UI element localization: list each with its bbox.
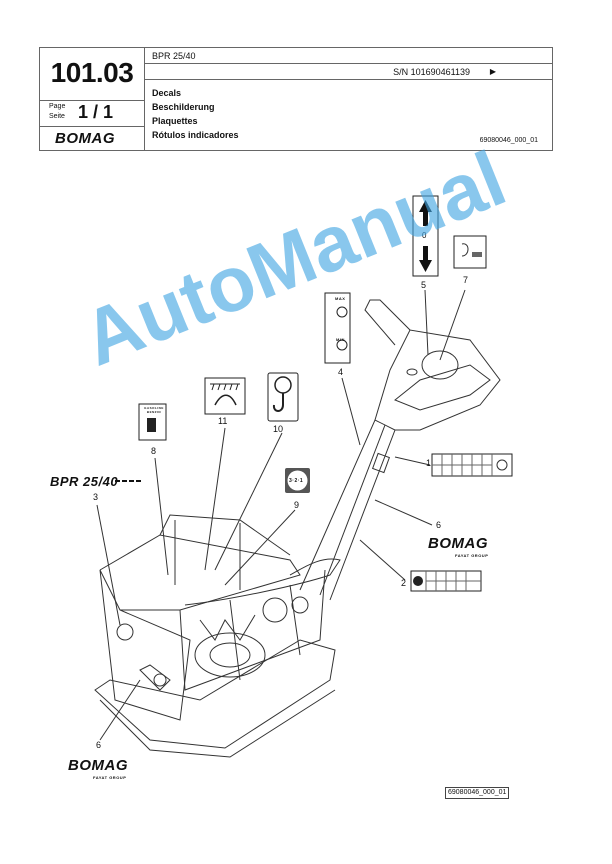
callout-6-right: 6 (436, 520, 442, 530)
decal-2-instruction-panel (410, 570, 482, 592)
callout-7: 7 (463, 275, 469, 285)
divider (40, 126, 144, 127)
serial-arrow-icon[interactable]: ▶ (489, 67, 496, 76)
page-label: Page Seite (49, 103, 66, 120)
callout-5: 5 (421, 280, 427, 290)
frame-left (99, 569, 191, 721)
callout-8: 8 (151, 446, 157, 456)
leader-3 (96, 504, 121, 626)
footer-reference: 69080046_000_01 (445, 787, 510, 799)
header-box: BPR 25/40 S/N 101690461139 ▶ 101.03 Page… (39, 47, 553, 151)
callout-6-left: 6 (96, 740, 102, 750)
cage-bars-vertical (229, 584, 301, 681)
leader-2 (359, 539, 406, 581)
throttle-knob (406, 368, 418, 376)
decal-7-ear-protection (453, 235, 487, 269)
tank-sides (174, 520, 241, 590)
drawing-reference: 69080046_000_01 (479, 137, 538, 144)
decal-4-min-text: MIN (336, 337, 345, 342)
divider (144, 63, 552, 64)
leader-1 (394, 456, 431, 466)
divider (144, 79, 552, 80)
fayat-group-left: FAYAT GROUP (93, 775, 127, 780)
title-de: Beschilderung (152, 102, 215, 112)
decal-10-lifting-hook (267, 372, 299, 422)
throttle-housing (421, 350, 459, 380)
decal-9-text: 3·2·1 (289, 478, 304, 484)
cage-bar (184, 558, 341, 606)
engine-fins (199, 614, 256, 641)
leader-7 (439, 289, 466, 361)
title-es: Rótulos indicadores (152, 130, 239, 140)
engine-part (262, 597, 288, 623)
document-number: 101.03 (50, 57, 134, 88)
callout-11: 11 (218, 416, 228, 426)
decal-3-text: BPR 25/40 (50, 474, 119, 489)
model-name: BPR 25/40 (152, 51, 196, 61)
leader-9 (224, 509, 296, 586)
section-titles: Decals Beschilderung Plaquettes Rótulos … (152, 86, 239, 142)
base-plate-edge (99, 689, 336, 758)
decal-8-text: GASOLINE BENZIN (144, 406, 164, 414)
callout-4: 4 (338, 367, 344, 377)
base-plate (94, 639, 336, 749)
decal-8-gasoline (138, 403, 167, 441)
bomag-logo-left: BOMAG (68, 757, 128, 774)
divider (40, 100, 144, 101)
decal-4-max-min (324, 292, 351, 364)
bomag-logo: BOMAG (55, 130, 115, 147)
handle-bar (299, 419, 396, 601)
title-fr: Plaquettes (152, 116, 198, 126)
divider (144, 48, 145, 150)
leader-8 (154, 457, 169, 576)
callout-9: 9 (294, 500, 300, 510)
decal-1-location (371, 452, 391, 474)
decal-9-badge (285, 468, 310, 493)
engine-cover (209, 642, 251, 668)
leader-5 (424, 289, 429, 356)
fayat-group-right: FAYAT GROUP (455, 553, 489, 558)
callout-2: 2 (401, 578, 407, 588)
decal-1-instruction-panel (431, 453, 513, 477)
lift-eye (116, 623, 134, 641)
decal-11-lashing (204, 377, 246, 415)
decal-5-direction (412, 195, 439, 277)
leader-10 (214, 432, 283, 571)
serial-number: S/N 101690461139 (393, 67, 470, 77)
leader-4 (341, 377, 361, 446)
decal-4-max-text: MAX (335, 296, 346, 301)
leader-6-right (374, 499, 433, 526)
leader-11 (204, 427, 226, 571)
handle-grip (374, 329, 501, 431)
page-number: 1 / 1 (78, 102, 114, 122)
decal-5-text: 0 (422, 231, 427, 240)
exciter-part (139, 664, 171, 691)
handle-top-bar (364, 299, 411, 346)
callout-10: 10 (273, 424, 284, 434)
handle-grip-inner (394, 364, 491, 411)
exciter-part (153, 673, 167, 687)
title-en: Decals (152, 88, 182, 98)
callout-1: 1 (426, 458, 432, 468)
engine-part (291, 596, 309, 614)
bomag-logo-right: BOMAG (428, 535, 488, 552)
handle-bar-center (319, 424, 386, 596)
engine-housing (194, 632, 266, 678)
frame-front (179, 569, 326, 691)
callout-3: 3 (93, 492, 99, 502)
tank-top (159, 514, 291, 556)
leader-6-left (99, 679, 141, 741)
frame-top (99, 534, 301, 611)
